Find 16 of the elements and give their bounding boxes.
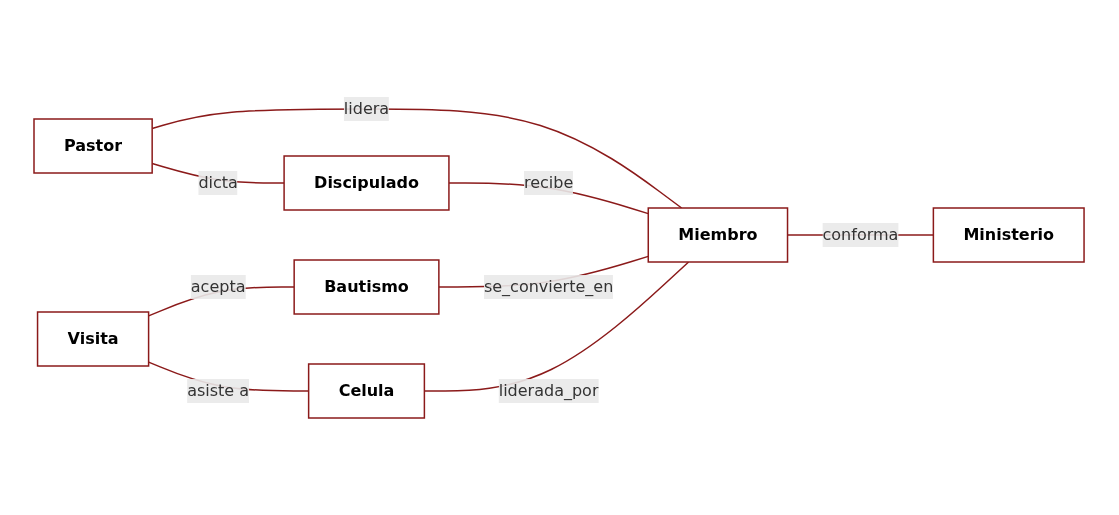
edge-label: conforma [823, 225, 899, 244]
edge-label: liderada_por [499, 381, 599, 400]
node-box: Visita [37, 311, 150, 367]
edge-label: recibe [524, 173, 574, 192]
node-box: Celula [308, 363, 426, 419]
node-box: Bautismo [293, 259, 441, 315]
edge-label: dicta [198, 173, 239, 192]
node-box: Pastor [33, 118, 154, 174]
node-box: Discipulado [283, 155, 451, 211]
edge-label: lidera [344, 99, 390, 118]
connector [424, 261, 690, 392]
node-box: Miembro [648, 207, 789, 263]
edge-label: asiste a [187, 381, 250, 400]
node-box: Ministerio [933, 207, 1086, 263]
edge-label: acepta [191, 277, 246, 296]
edge-label: se_convierte_en [484, 277, 614, 296]
